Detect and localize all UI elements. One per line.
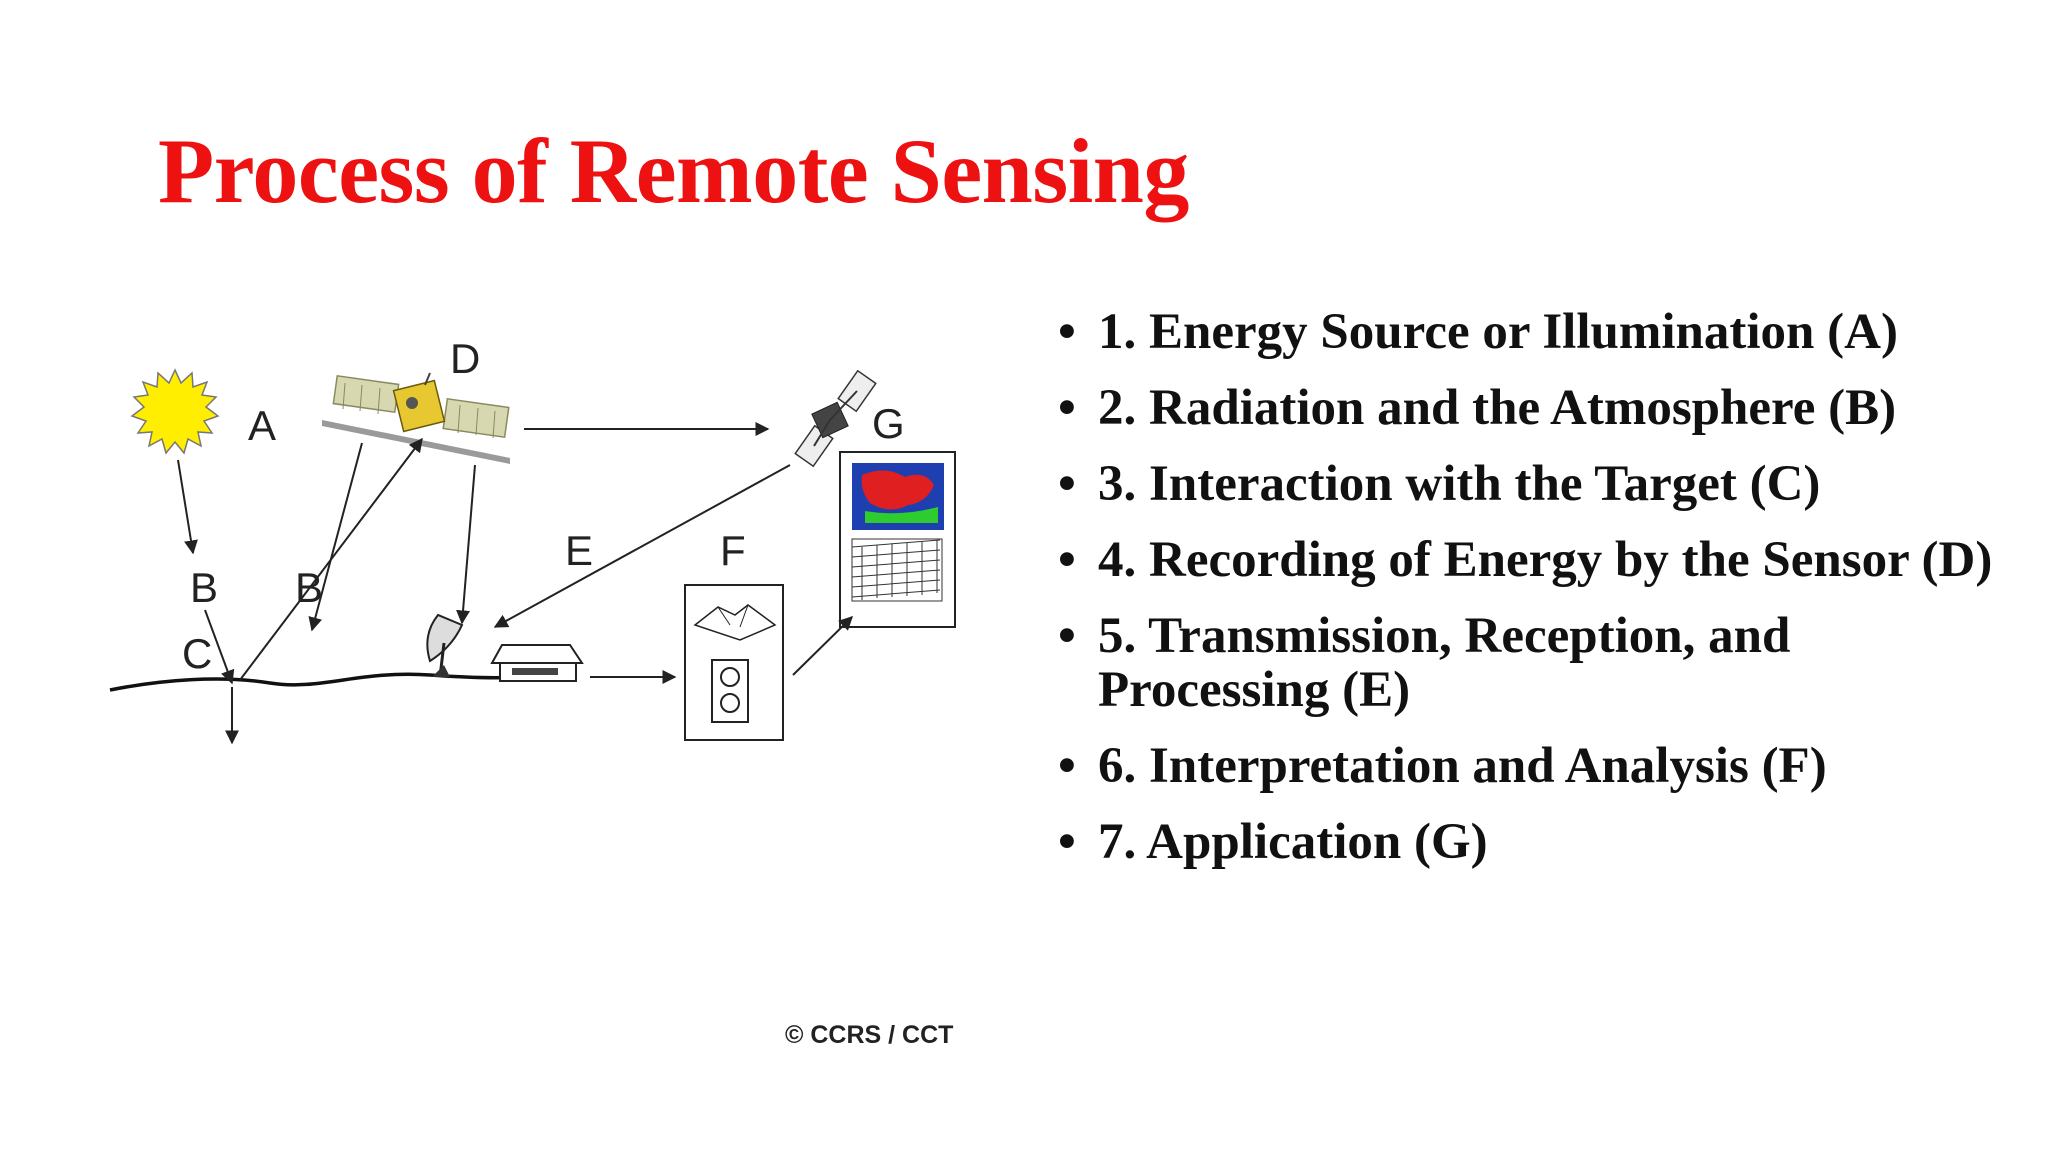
label-e: E	[565, 527, 593, 574]
arrow-relay-downlink	[493, 464, 791, 628]
list-item: 5. Transmission, Reception, and Processi…	[1058, 609, 2018, 717]
label-c: C	[182, 630, 212, 677]
relay-satellite-icon	[794, 369, 877, 468]
arrow-processing-to-application	[792, 616, 853, 676]
application-panel-icon	[839, 451, 956, 628]
slide-title: Process of Remote Sensing	[158, 120, 1189, 222]
steps-list: 1. Energy Source or Illumination (A) 2. …	[1058, 305, 2018, 891]
receiving-station-icon	[490, 644, 584, 682]
energy-paths	[177, 422, 853, 745]
arrow-atmosphere-to-target	[204, 609, 235, 685]
processing-panel-icon	[684, 584, 784, 741]
list-item: 2. Radiation and the Atmosphere (B)	[1058, 381, 2018, 435]
label-b-left: B	[190, 564, 218, 611]
label-d: D	[450, 335, 480, 382]
label-b-right: B	[295, 564, 323, 611]
label-g: G	[872, 400, 905, 447]
list-item: 6. Interpretation and Analysis (F)	[1058, 739, 2018, 793]
list-item: 1. Energy Source or Illumination (A)	[1058, 305, 2018, 359]
arrow-sun-to-atmosphere	[177, 459, 198, 555]
copyright-notice: © CCRS / CCT	[785, 1021, 953, 1049]
arrow-downlink	[456, 464, 476, 625]
label-f: F	[720, 527, 746, 574]
remote-sensing-diagram: D A E G C B B F © CCRS / CCT	[100, 325, 1000, 1055]
satellite-icon	[322, 372, 510, 464]
arrow-reflected-to-sensor	[239, 437, 423, 681]
label-a: A	[248, 402, 276, 449]
arrow-satellite-emission	[308, 442, 363, 632]
ground-antenna-icon	[426, 613, 464, 678]
list-item: 7. Application (G)	[1058, 815, 2018, 869]
list-item: 4. Recording of Energy by the Sensor (D)	[1058, 533, 2018, 587]
list-item: 3. Interaction with the Target (C)	[1058, 457, 2018, 511]
sun-icon	[130, 368, 220, 455]
